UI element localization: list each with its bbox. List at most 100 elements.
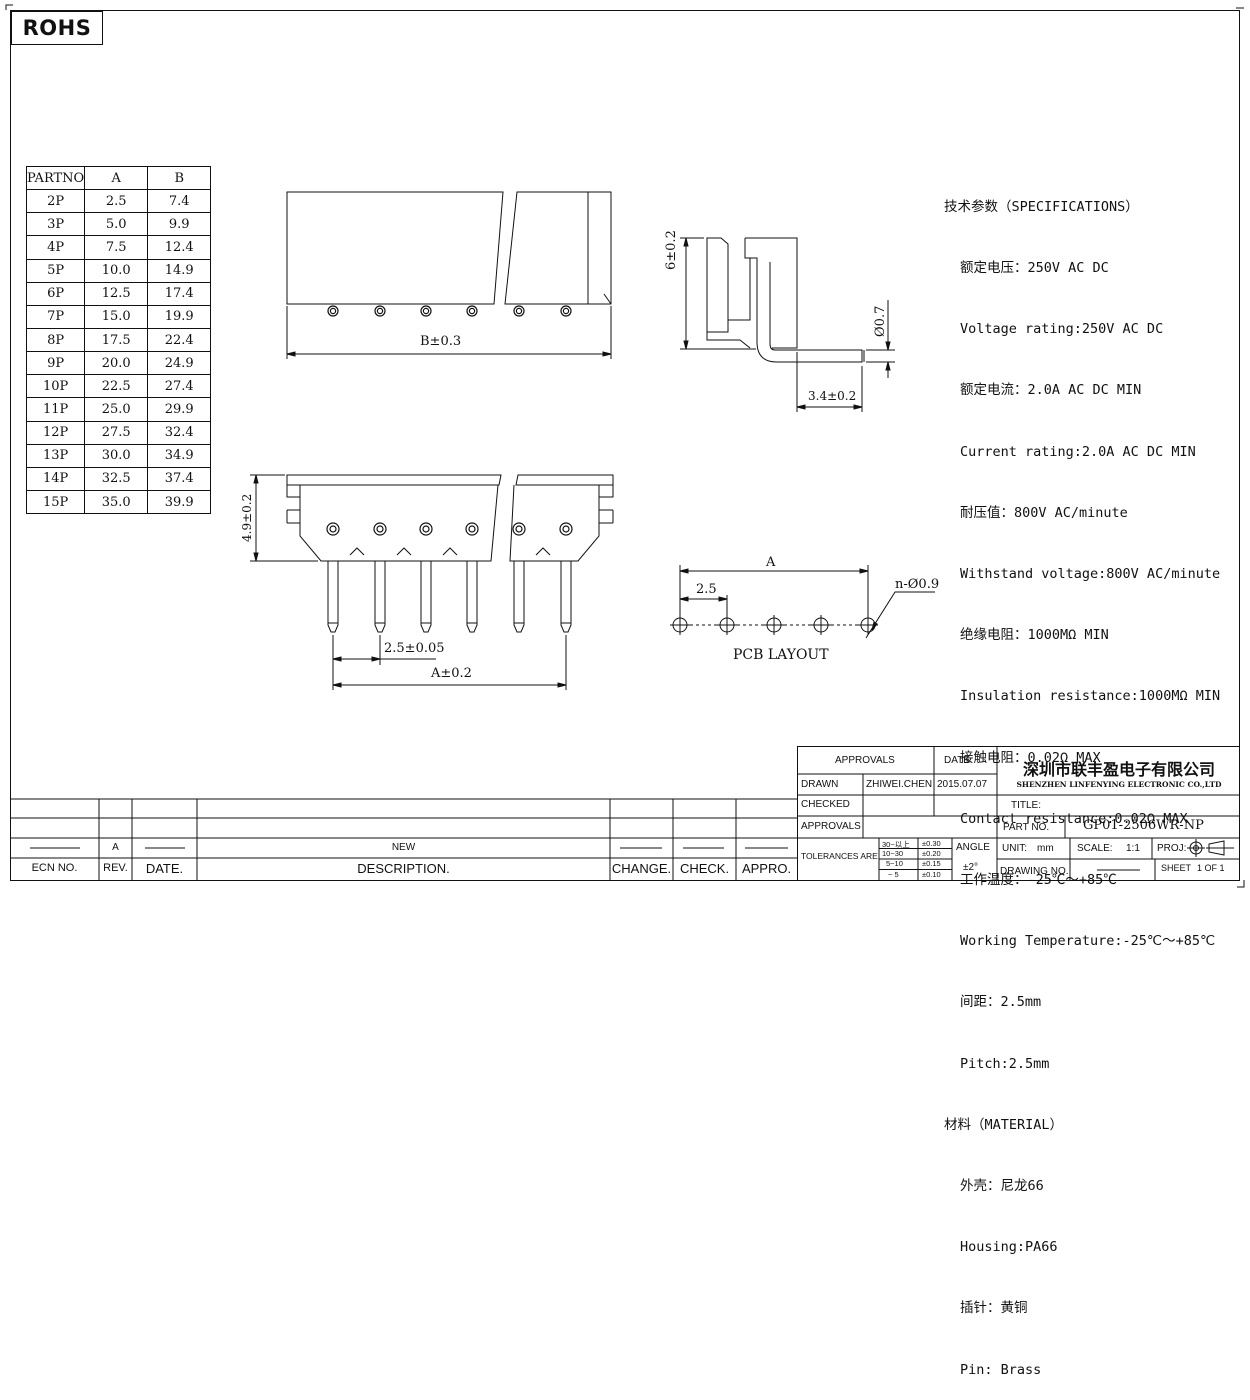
sheet-border <box>10 10 1240 881</box>
dia-symbol: Ø <box>873 326 888 337</box>
cell-b: 29.9 <box>147 397 212 422</box>
revision-letter: A <box>112 842 119 853</box>
tolerances-label: TOLERANCES ARE <box>801 851 878 861</box>
cell-partno: 15P <box>25 489 86 515</box>
ecn-no-label: ECN NO. <box>31 862 78 874</box>
cell-partno: 12P <box>25 420 86 445</box>
cell-partno: 4P <box>25 235 86 260</box>
tol-value: ±0.15 <box>922 859 941 868</box>
cell-partno: 7P <box>25 304 86 329</box>
specs-heading: 技术参数（SPECIFICATIONS） <box>944 198 1139 215</box>
angle-label: ANGLE <box>956 842 990 853</box>
approvals-label: APPROVALS <box>801 821 861 832</box>
parts-table-header: PARTNO A B <box>25 165 212 191</box>
tol-value: ±0.20 <box>922 849 941 858</box>
drawing-no-label: DRAWING NO. <box>1000 866 1069 877</box>
dim-b-width: B±0.3 <box>420 334 462 349</box>
cell-b: 19.9 <box>147 304 212 329</box>
cell-a: 30.0 <box>84 443 149 468</box>
check-label: CHECK. <box>679 861 730 876</box>
cell-b: 9.9 <box>147 212 212 237</box>
cell-a: 27.5 <box>84 420 149 445</box>
spec-line: 额定电流：2.0A AC DC MIN <box>960 382 1142 399</box>
dia-value: 0.7 <box>873 305 888 327</box>
revision-block-lines <box>10 798 797 880</box>
header-a: A <box>84 165 149 191</box>
proj-label: PROJ: <box>1157 843 1187 854</box>
front-view <box>250 474 614 690</box>
dim-body-height: 4.9±0.2 <box>240 493 254 542</box>
appro-label: APPRO. <box>741 861 792 876</box>
cell-b: 32.4 <box>147 420 212 445</box>
material-line: Pin: Brass <box>960 1361 1042 1378</box>
cell-b: 17.4 <box>147 281 212 306</box>
angle-value: ±2° <box>963 862 979 873</box>
dim-pcb-a: A <box>766 555 776 570</box>
cell-a: 20.0 <box>84 351 149 376</box>
cell-a: 25.0 <box>84 397 149 422</box>
part-number: GP01-2506WR-NP <box>1083 818 1204 833</box>
dim-pin-dia: Ø0.7 <box>873 306 888 337</box>
side-view <box>680 237 895 412</box>
revision-description: NEW <box>391 842 416 853</box>
cell-a: 10.0 <box>84 258 149 283</box>
header-partno: PARTNO <box>25 165 86 191</box>
tol-value: ±0.10 <box>922 870 941 879</box>
cell-partno: 5P <box>25 258 86 283</box>
cell-a: 22.5 <box>84 374 149 399</box>
drawn-by: ZHIWEI.CHEN <box>866 779 933 790</box>
unit-value: mm <box>1037 843 1054 854</box>
cell-a: 5.0 <box>84 212 149 237</box>
cell-a: 2.5 <box>84 189 149 214</box>
rev-label: REV. <box>103 862 128 874</box>
cell-partno: 10P <box>25 374 86 399</box>
tol-value: ±0.30 <box>922 839 941 848</box>
dim-pcb-pitch: 2.5 <box>696 582 717 597</box>
spec-line: Working Temperature:-25℃～+85℃ <box>960 933 1216 950</box>
cell-partno: 13P <box>25 443 86 468</box>
dim-a-width: A±0.2 <box>431 666 472 681</box>
cell-a: 7.5 <box>84 235 149 260</box>
header-b: B <box>147 165 212 191</box>
tol-range: ~ 5 <box>888 870 899 879</box>
dim-pitch: 2.5±0.05 <box>384 641 445 656</box>
spec-line: 耐压值：800V AC/minute <box>960 504 1128 521</box>
dim-height: 6±0.2 <box>664 230 679 270</box>
cell-a: 15.0 <box>84 304 149 329</box>
spec-line: Current rating:2.0A AC DC MIN <box>960 443 1196 460</box>
cell-b: 39.9 <box>147 489 212 515</box>
material-line: 外壳：尼龙66 <box>960 1178 1044 1195</box>
cell-a: 12.5 <box>84 281 149 306</box>
dim-offset: 3.4±0.2 <box>808 389 857 403</box>
cell-partno: 14P <box>25 466 86 491</box>
cell-b: 34.9 <box>147 443 212 468</box>
pcb-layout <box>670 565 935 639</box>
title-label: TITLE: <box>1011 800 1042 811</box>
spec-line: 额定电压：250V AC DC <box>960 260 1109 277</box>
cell-b: 27.4 <box>147 374 212 399</box>
part-no-label: PART NO. <box>1003 822 1050 833</box>
cell-partno: 2P <box>25 189 86 214</box>
spec-line: 间距：2.5mm <box>960 994 1042 1011</box>
material-line: Housing:PA66 <box>960 1239 1058 1256</box>
description-label: DESCRIPTION. <box>357 861 450 876</box>
cell-partno: 11P <box>25 397 86 422</box>
cell-b: 37.4 <box>147 466 212 491</box>
projection-symbol <box>1187 839 1234 857</box>
top-view <box>286 191 612 359</box>
cell-a: 32.5 <box>84 466 149 491</box>
cell-b: 24.9 <box>147 351 212 376</box>
cell-partno: 3P <box>25 212 86 237</box>
spec-line: Voltage rating:250V AC DC <box>960 321 1164 338</box>
rohs-badge: ROHS <box>11 11 103 45</box>
cell-partno: 9P <box>25 351 86 376</box>
